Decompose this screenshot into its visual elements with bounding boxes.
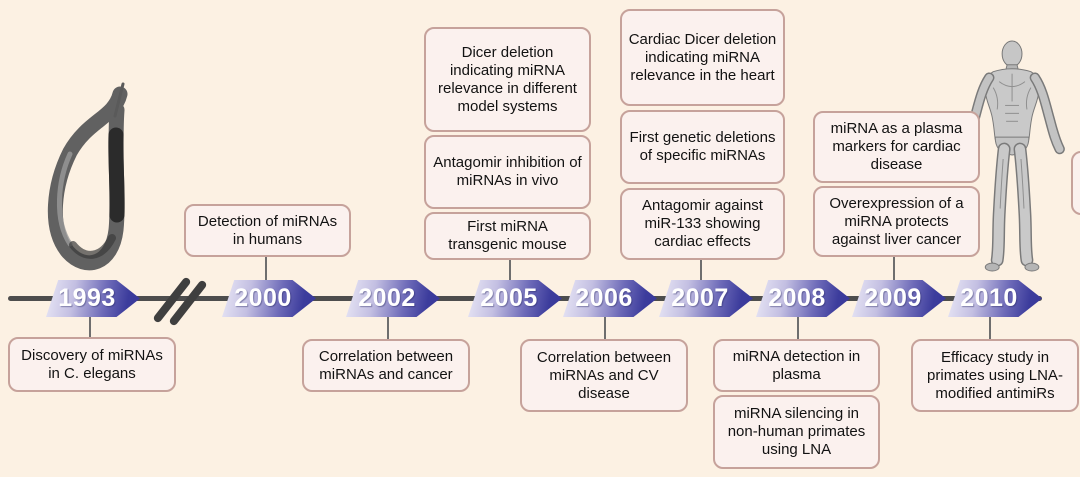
note-text: Overexpression of a miRNA protects again… [829, 194, 964, 248]
connector-2007 [700, 259, 702, 283]
year-label: 2007 [671, 284, 729, 312]
year-label: 2002 [358, 284, 416, 312]
connector-2009 [893, 255, 895, 283]
note-2002-mirna-cancer: Correlation between miRNAs and cancer [302, 339, 470, 392]
note-2000-detection-humans: Detection of miRNAs in humans [184, 204, 351, 257]
connector-2008 [797, 314, 799, 340]
c-elegans-worm-illustration [47, 82, 128, 271]
connector-2010 [989, 314, 991, 339]
year-label: 2010 [960, 284, 1018, 312]
year-label: 2009 [864, 284, 922, 312]
year-label: 2005 [480, 284, 538, 312]
connector-2000 [265, 255, 267, 283]
year-marker-2005: 2005 [468, 280, 562, 317]
note-text: Discovery of miRNAs in C. elegans [21, 346, 163, 382]
note-text: First genetic deletions of specific miRN… [629, 129, 776, 164]
note-1993-discovery: Discovery of miRNAs in C. elegans [8, 337, 176, 392]
note-2007-genetic-deletions: First genetic deletions of specific miRN… [620, 110, 785, 184]
year-marker-2002: 2002 [346, 280, 440, 317]
note-partial-right-edge [1071, 151, 1080, 215]
year-marker-2009: 2009 [852, 280, 946, 317]
note-2008-plasma-detection: miRNA detection in plasma [713, 339, 880, 392]
note-text: Detection of miRNAs in humans [197, 212, 338, 248]
note-2009-overexpression-liver: Overexpression of a miRNA protects again… [813, 186, 980, 257]
note-2005-transgenic-mouse: First miRNA transgenic mouse [424, 212, 591, 260]
connector-1993 [89, 314, 91, 338]
year-marker-2010: 2010 [948, 280, 1042, 317]
note-2008-lna-primates: miRNA silencing in non-human primates us… [713, 395, 880, 469]
year-label: 2008 [768, 284, 826, 312]
year-marker-2000: 2000 [222, 280, 316, 317]
note-text: First miRNA transgenic mouse [448, 218, 567, 253]
note-text: Correlation between miRNAs and cancer [318, 347, 454, 383]
note-text: Correlation between miRNAs and CV diseas… [536, 348, 672, 402]
note-2005-dicer-deletion: Dicer deletion indicating miRNA relevanc… [424, 27, 591, 132]
year-label: 2006 [575, 284, 633, 312]
note-2006-cv-disease: Correlation between miRNAs and CV diseas… [520, 339, 688, 412]
note-text: Cardiac Dicer deletion indicating miRNA … [628, 30, 777, 84]
note-2010-efficacy-antimirs: Efficacy study in primates using LNA-mod… [911, 339, 1079, 412]
note-2009-plasma-markers: miRNA as a plasma markers for cardiac di… [813, 111, 980, 183]
note-text: Antagomir inhibition of miRNAs in vivo [433, 154, 582, 189]
note-text: miRNA detection in plasma [732, 347, 861, 383]
note-2007-antagomir-mir133: Antagomir against miR-133 showing cardia… [620, 188, 785, 260]
year-marker-2008: 2008 [756, 280, 850, 317]
note-text: Efficacy study in primates using LNA-mod… [927, 348, 1063, 402]
year-marker-2006: 2006 [563, 280, 657, 317]
connector-2006 [604, 314, 606, 340]
note-2005-antagomir-inhibition: Antagomir inhibition of miRNAs in vivo [424, 135, 591, 209]
note-text: miRNA silencing in non-human primates us… [727, 405, 866, 458]
connector-2002 [387, 314, 389, 340]
year-label: 1993 [58, 284, 116, 312]
note-text: Dicer deletion indicating miRNA relevanc… [438, 43, 577, 115]
note-text: miRNA as a plasma markers for cardiac di… [830, 120, 963, 173]
connector-2005 [509, 258, 511, 283]
year-marker-2007: 2007 [659, 280, 753, 317]
year-label: 2000 [234, 284, 292, 312]
year-marker-1993: 1993 [46, 280, 140, 317]
note-2007-cardiac-dicer: Cardiac Dicer deletion indicating miRNA … [620, 9, 785, 106]
note-text: Antagomir against miR-133 showing cardia… [642, 197, 763, 250]
